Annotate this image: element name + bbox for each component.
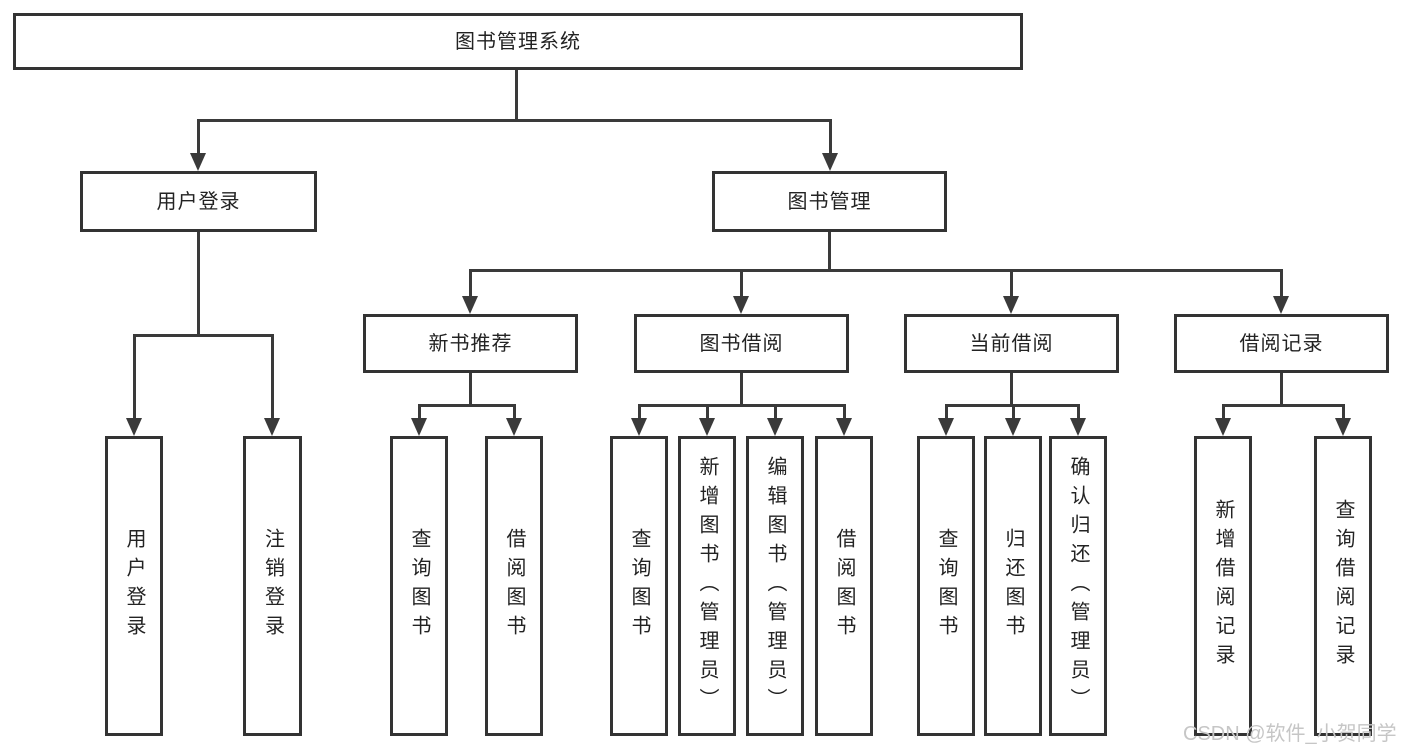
leaf-query-books-current: 查询图书 [917, 436, 975, 736]
arrowhead-down-icon [411, 418, 427, 436]
connector-hline [197, 119, 832, 122]
node-current-borrowing: 当前借阅 [904, 314, 1119, 373]
arrowhead-down-icon [1215, 418, 1231, 436]
leaf-query-borrow-record-label: 查询借阅记录 [1332, 499, 1354, 673]
connector-vline [418, 404, 421, 422]
leaf-edit-book-admin: 编辑图书（管理员） [746, 436, 804, 736]
node-root-label: 图书管理系统 [455, 30, 581, 53]
node-user-login: 用户登录 [80, 171, 317, 232]
arrowhead-down-icon [938, 418, 954, 436]
arrowhead-down-icon [1070, 418, 1086, 436]
connector-vline [1010, 269, 1013, 299]
node-borrowing-records: 借阅记录 [1174, 314, 1389, 373]
arrowhead-down-icon [1273, 296, 1289, 314]
arrowhead-down-icon [126, 418, 142, 436]
leaf-borrow-books-borrowing: 借阅图书 [815, 436, 873, 736]
watermark: CSDN @软件_小贺同学 [1183, 717, 1397, 746]
connector-hline [469, 269, 1283, 272]
connector-vline [843, 404, 846, 422]
connector-vline [829, 119, 832, 155]
leaf-query-books-recommend: 查询图书 [390, 436, 448, 736]
connector-vline [197, 119, 200, 155]
node-book-management-label: 图书管理 [787, 190, 872, 213]
leaf-logout-label: 注销登录 [261, 528, 284, 644]
leaf-borrow-books-recommend: 借阅图书 [485, 436, 543, 736]
leaf-query-borrow-record: 查询借阅记录 [1314, 436, 1372, 736]
leaf-borrow-books-borrowing-label: 借阅图书 [833, 528, 855, 644]
connector-vline [515, 70, 518, 120]
connector-vline [1222, 404, 1225, 422]
arrowhead-down-icon [1005, 418, 1021, 436]
connector-vline [740, 373, 743, 407]
arrowhead-down-icon [506, 418, 522, 436]
leaf-query-books-current-label: 查询图书 [935, 528, 957, 644]
node-user-login-label: 用户登录 [156, 190, 241, 213]
node-book-borrowing: 图书借阅 [634, 314, 849, 373]
connector-hline [133, 334, 274, 337]
connector-vline [197, 232, 200, 336]
leaf-confirm-return-admin-label: 确认归还（管理员） [1067, 455, 1089, 717]
connector-hline [418, 404, 516, 407]
leaf-user-login: 用户登录 [105, 436, 163, 736]
leaf-add-borrow-record-label: 新增借阅记录 [1212, 499, 1234, 673]
leaf-query-books-recommend-label: 查询图书 [408, 528, 430, 644]
connector-vline [706, 404, 709, 422]
leaf-confirm-return-admin: 确认归还（管理员） [1049, 436, 1107, 736]
connector-vline [1280, 373, 1283, 407]
connector-vline [774, 404, 777, 422]
connector-vline [638, 404, 641, 422]
node-current-borrowing-label: 当前借阅 [969, 332, 1054, 355]
leaf-query-books-borrowing: 查询图书 [610, 436, 668, 736]
connector-hline [638, 404, 846, 407]
leaf-logout: 注销登录 [243, 436, 302, 736]
node-new-book-recommendation: 新书推荐 [363, 314, 578, 373]
node-book-management: 图书管理 [712, 171, 947, 232]
node-root: 图书管理系统 [13, 13, 1023, 70]
connector-vline [740, 269, 743, 299]
connector-vline [1077, 404, 1080, 422]
connector-vline [945, 404, 948, 422]
leaf-query-books-borrowing-label: 查询图书 [628, 528, 650, 644]
connector-vline [828, 232, 831, 272]
leaf-edit-book-admin-label: 编辑图书（管理员） [764, 455, 786, 717]
connector-vline [1012, 404, 1015, 422]
arrowhead-down-icon [631, 418, 647, 436]
arrowhead-down-icon [264, 418, 280, 436]
connector-vline [1010, 373, 1013, 407]
connector-vline [271, 334, 274, 420]
node-borrowing-records-label: 借阅记录 [1239, 332, 1324, 355]
arrowhead-down-icon [699, 418, 715, 436]
arrowhead-down-icon [1335, 418, 1351, 436]
arrowhead-down-icon [836, 418, 852, 436]
leaf-add-borrow-record: 新增借阅记录 [1194, 436, 1252, 736]
connector-vline [469, 269, 472, 299]
connector-vline [1342, 404, 1345, 422]
arrowhead-down-icon [190, 153, 206, 171]
node-book-borrowing-label: 图书借阅 [699, 332, 784, 355]
arrowhead-down-icon [462, 296, 478, 314]
leaf-add-book-admin-label: 新增图书（管理员） [696, 455, 718, 717]
arrowhead-down-icon [767, 418, 783, 436]
connector-hline [1222, 404, 1345, 407]
leaf-return-books: 归还图书 [984, 436, 1042, 736]
arrowhead-down-icon [822, 153, 838, 171]
connector-vline [133, 334, 136, 420]
connector-vline [469, 373, 472, 407]
leaf-borrow-books-recommend-label: 借阅图书 [503, 528, 525, 644]
leaf-user-login-label: 用户登录 [123, 528, 145, 644]
watermark-text: CSDN @软件_小贺同学 [1183, 723, 1397, 745]
node-new-book-recommendation-label: 新书推荐 [428, 332, 513, 355]
leaf-add-book-admin: 新增图书（管理员） [678, 436, 736, 736]
leaf-return-books-label: 归还图书 [1002, 528, 1024, 644]
connector-vline [513, 404, 516, 422]
connector-vline [1280, 269, 1283, 299]
arrowhead-down-icon [1003, 296, 1019, 314]
arrowhead-down-icon [733, 296, 749, 314]
